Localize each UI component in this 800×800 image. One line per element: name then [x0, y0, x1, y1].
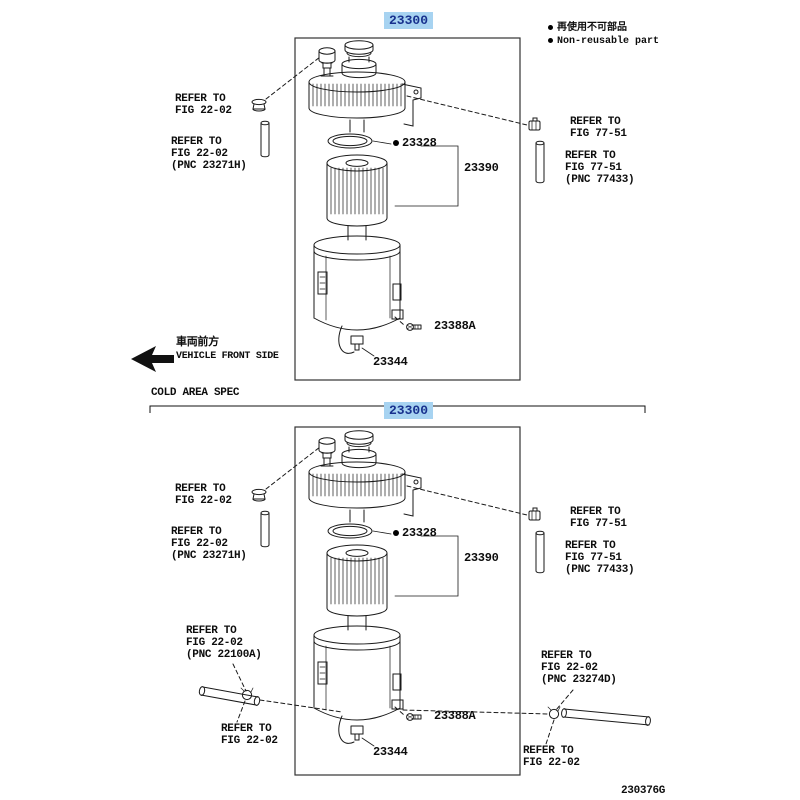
diagram-frame-top: [294, 37, 521, 381]
non-reusable-dot-icon: [393, 139, 399, 146]
figure-code: 230376G: [621, 785, 666, 797]
part-number-text: 23328: [402, 526, 437, 540]
part-number-23344-top[interactable]: 23344: [373, 355, 408, 369]
right-fuel-pipe: [547, 706, 651, 726]
note-line: FIG 77-51: [570, 518, 627, 530]
legend-text-en: Non-reusable part: [557, 36, 660, 47]
part-number-23300-top[interactable]: 23300: [384, 12, 434, 29]
refer-note-7751-bottom: REFER TO FIG 77-51: [570, 506, 627, 530]
vehicle-front-label-jp: 車両前方: [176, 335, 219, 348]
legend-line-jp: 再使用不可部品: [548, 21, 659, 35]
note-line: (PNC 23271H): [171, 160, 247, 172]
legend-line-en: Non-reusable part: [548, 35, 659, 48]
note-line: FIG 22-02: [175, 105, 232, 117]
note-line: REFER TO: [175, 483, 226, 495]
refer-note-2202-bottom: REFER TO FIG 22-02: [175, 483, 232, 507]
non-reusable-dot-icon: [393, 529, 399, 536]
note-line: REFER TO: [570, 116, 621, 128]
note-line: REFER TO: [175, 93, 226, 105]
legend: 再使用不可部品 Non-reusable part: [548, 21, 659, 48]
part-number-23344-bottom[interactable]: 23344: [373, 745, 408, 759]
note-line: FIG 77-51: [565, 552, 622, 564]
note-line: FIG 22-02: [171, 148, 228, 160]
note-line: REFER TO: [565, 540, 616, 552]
non-reusable-dot-icon: [548, 24, 553, 30]
refer-note-2202-lower-right: REFER TO FIG 22-02: [523, 745, 580, 769]
refer-note-2202-pnc22100a: REFER TO FIG 22-02 (PNC 22100A): [186, 625, 262, 661]
left-fuel-pipe: [198, 686, 261, 706]
vehicle-front-arrow-icon: [131, 346, 174, 372]
refer-note-2202-pnc23271h-bottom: REFER TO FIG 22-02 (PNC 23271H): [171, 526, 247, 562]
note-line: FIG 22-02: [186, 637, 243, 649]
part-number-23390-bottom[interactable]: 23390: [464, 551, 499, 565]
note-line: REFER TO: [221, 723, 272, 735]
note-line: FIG 22-02: [541, 662, 598, 674]
part-number-23390-top[interactable]: 23390: [464, 161, 499, 175]
note-line: REFER TO: [171, 526, 222, 538]
note-line: FIG 22-02: [523, 757, 580, 769]
note-line: REFER TO: [523, 745, 574, 757]
note-line: FIG 77-51: [570, 128, 627, 140]
note-line: (PNC 22100A): [186, 649, 262, 661]
note-line: REFER TO: [171, 136, 222, 148]
fuel-filter-assembly-bottom: [251, 430, 545, 747]
note-line: FIG 22-02: [171, 538, 228, 550]
extra-leader-lines: [232, 663, 574, 745]
refer-note-2202-pnc23271h-top: REFER TO FIG 22-02 (PNC 23271H): [171, 136, 247, 172]
part-number-text: 23328: [402, 136, 437, 150]
vehicle-front-label-en: VEHICLE FRONT SIDE: [176, 351, 279, 362]
note-line: FIG 22-02: [221, 735, 278, 747]
non-reusable-dot-icon: [548, 37, 553, 43]
note-line: REFER TO: [570, 506, 621, 518]
part-number-23328-bottom[interactable]: 23328: [393, 527, 437, 539]
note-line: FIG 22-02: [175, 495, 232, 507]
note-line: (PNC 23271H): [171, 550, 247, 562]
note-line: REFER TO: [565, 150, 616, 162]
refer-note-2202-top: REFER TO FIG 22-02: [175, 93, 232, 117]
cold-area-spec-label: COLD AREA SPEC: [151, 387, 240, 399]
note-line: (PNC 77433): [565, 564, 635, 576]
refer-note-7751-top: REFER TO FIG 77-51: [570, 116, 627, 140]
part-number-23388a-top[interactable]: 23388A: [434, 319, 476, 333]
note-line: (PNC 77433): [565, 174, 635, 186]
part-number-23328-top[interactable]: 23328: [393, 137, 437, 149]
part-number-23388a-bottom[interactable]: 23388A: [434, 709, 476, 723]
fuel-filter-assembly-top: [251, 40, 545, 357]
part-number-23300-bottom[interactable]: 23300: [384, 402, 434, 419]
note-line: FIG 77-51: [565, 162, 622, 174]
note-line: REFER TO: [186, 625, 237, 637]
note-line: (PNC 23274D): [541, 674, 617, 686]
refer-note-2202-pnc23274d: REFER TO FIG 22-02 (PNC 23274D): [541, 650, 617, 686]
refer-note-7751-pnc77433-bottom: REFER TO FIG 77-51 (PNC 77433): [565, 540, 635, 576]
legend-text-jp: 再使用不可部品: [557, 22, 627, 33]
note-line: REFER TO: [541, 650, 592, 662]
refer-note-2202-lower-left: REFER TO FIG 22-02: [221, 723, 278, 747]
refer-note-7751-pnc77433-top: REFER TO FIG 77-51 (PNC 77433): [565, 150, 635, 186]
diagram-frame-bottom: [294, 426, 521, 776]
